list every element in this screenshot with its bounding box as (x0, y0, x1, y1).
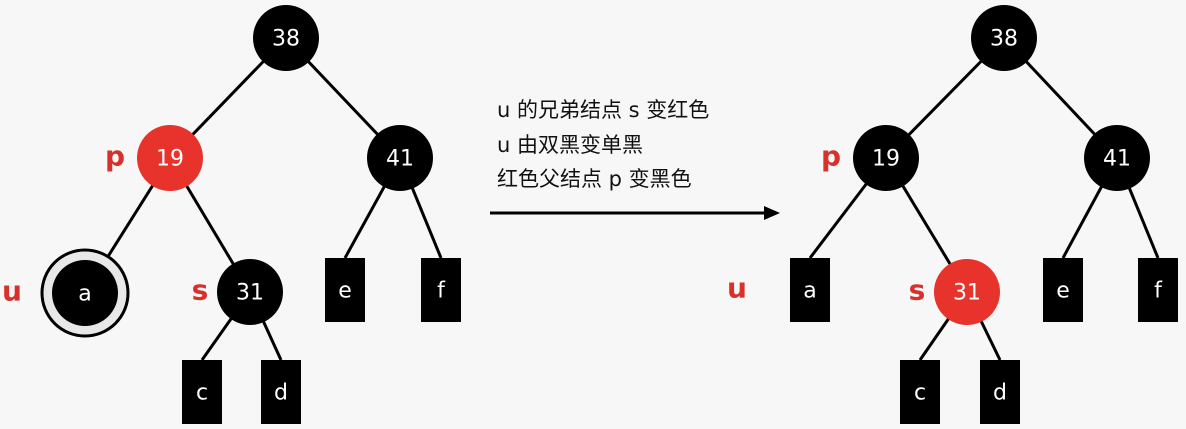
node-circle (971, 5, 1037, 71)
node-41: 41 (367, 125, 433, 191)
leaf-box (421, 258, 461, 322)
node-circle (52, 260, 118, 326)
leaf-box (980, 360, 1020, 424)
role-label-p: p (105, 140, 125, 173)
node-label: c (196, 381, 208, 406)
node-label: 38 (272, 27, 300, 52)
node-label: 38 (990, 27, 1018, 52)
node-label: 19 (156, 147, 184, 172)
node-label: 31 (236, 281, 264, 306)
node-f: f (1138, 258, 1178, 322)
node-label: f (437, 279, 446, 304)
node-circle (367, 125, 433, 191)
node-circle (137, 125, 203, 191)
node-e: e (1043, 258, 1083, 322)
leaf-box (261, 360, 301, 424)
node-circle (253, 5, 319, 71)
arrow-head-icon (764, 206, 780, 220)
node-d: d (980, 360, 1020, 424)
role-label-p: p (821, 140, 841, 173)
node-label: f (1154, 279, 1163, 304)
node-19: 19 p (821, 125, 919, 191)
node-a: au (2, 248, 130, 338)
node-38: 38 (253, 5, 319, 71)
leaf-box (325, 258, 365, 322)
node-label: d (993, 381, 1007, 406)
node-label: 41 (386, 147, 414, 172)
leaf-box (182, 360, 222, 424)
node-f: f (421, 258, 461, 322)
leaf-box (900, 360, 940, 424)
caption-line-3: 红色父结点 p 变黑色 (497, 167, 692, 191)
caption-line-1: u 的兄弟结点 s 变红色 (497, 98, 709, 122)
node-label: 31 (953, 281, 981, 306)
leaf-box (790, 258, 830, 322)
node-31: 31 s (192, 259, 283, 325)
node-e: e (325, 258, 365, 322)
leaf-box (1138, 258, 1178, 322)
role-label-u: u (2, 275, 22, 308)
role-label-s: s (192, 274, 209, 307)
node-a: au (727, 258, 830, 322)
node-c: c (900, 360, 940, 424)
caption-line-2: u 由双黑变单黑 (497, 133, 643, 157)
node-circle (217, 259, 283, 325)
node-label: 19 (872, 147, 900, 172)
node-label: a (803, 279, 816, 304)
node-circle (934, 259, 1000, 325)
role-label-s: s (909, 274, 926, 307)
node-circle (1084, 125, 1150, 191)
node-31: 31 s (909, 259, 1000, 325)
node-41: 41 (1084, 125, 1150, 191)
node-label: a (78, 282, 91, 307)
leaf-box (1043, 258, 1083, 322)
transition-arrow (490, 206, 780, 220)
node-label: c (914, 381, 926, 406)
node-c: c (182, 360, 222, 424)
node-label: 41 (1103, 147, 1131, 172)
node-label: d (274, 381, 288, 406)
node-label: e (338, 279, 352, 304)
node-38: 38 (971, 5, 1037, 71)
node-19: 19 p (105, 125, 203, 191)
node-d: d (261, 360, 301, 424)
node-label: e (1056, 279, 1070, 304)
role-label-u: u (727, 272, 747, 305)
node-circle (853, 125, 919, 191)
